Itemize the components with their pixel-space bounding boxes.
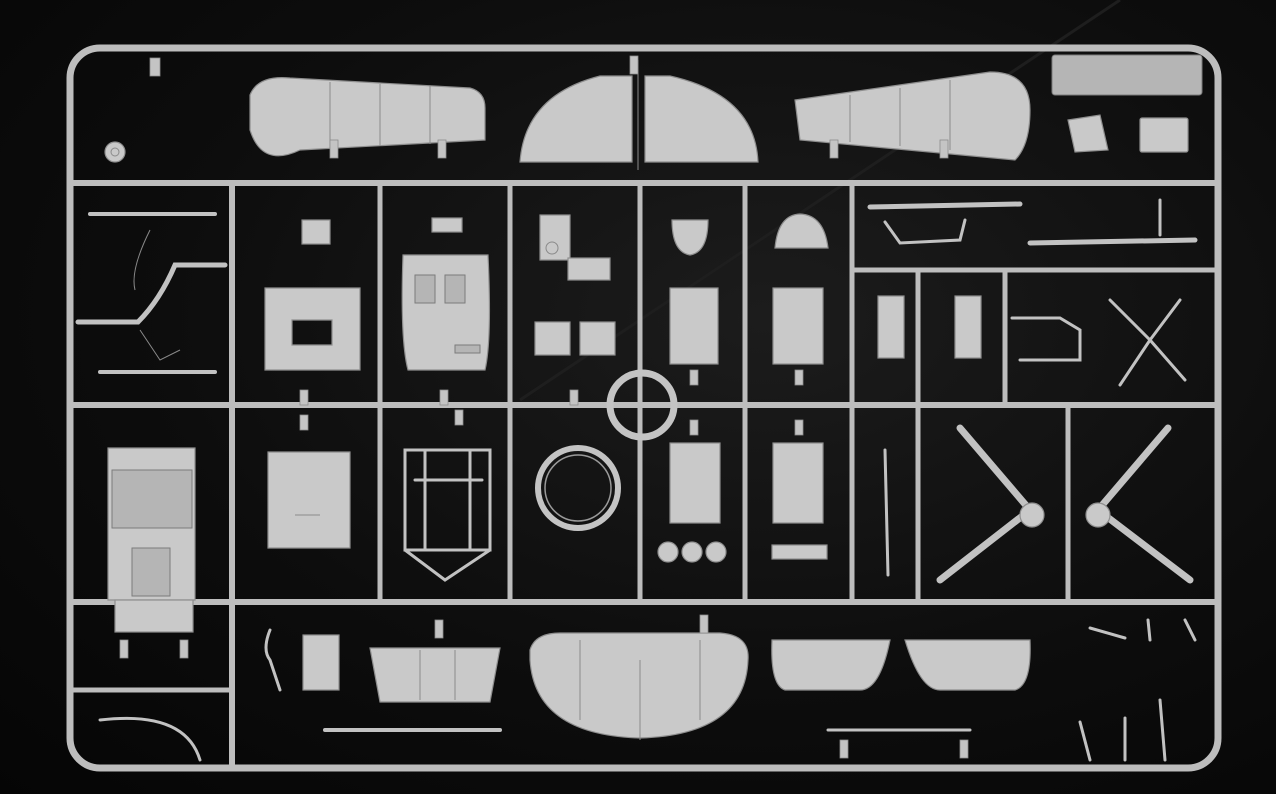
panel-doors-top [669, 213, 829, 365]
gate-stubs [119, 55, 969, 759]
interplane-struts [877, 295, 1187, 387]
fuselage-side-frame-1 [264, 219, 361, 371]
panel-doors-middle [657, 442, 828, 563]
bottom-small-parts-left [98, 628, 502, 762]
left-small-parts [75, 141, 228, 374]
top-wing-panel-left [249, 77, 486, 157]
cabane-frame [403, 448, 492, 582]
struts-upper-right [867, 198, 1198, 246]
tailplane [529, 632, 749, 740]
engine-ring-open [535, 445, 621, 531]
elevator-pair [771, 639, 1031, 732]
floor-panel [267, 451, 351, 549]
rudder-pair [519, 60, 759, 170]
fuselage-box [107, 447, 196, 633]
engine-cowling-ring [606, 369, 678, 441]
fuel-tank-panel [369, 647, 501, 703]
bottom-small-parts-right [1078, 618, 1197, 762]
undercarriage-legs [883, 424, 1194, 584]
sprue-vertical-runners [229, 180, 1071, 771]
sprue-outer-frame [66, 44, 1222, 772]
sprue-horizontal-runners [69, 180, 1219, 693]
seat-and-bracket [534, 214, 616, 356]
sprue-code-tab [1051, 54, 1203, 153]
instrument-panel-frame [401, 217, 491, 371]
top-wing-panel-right [794, 71, 1031, 161]
